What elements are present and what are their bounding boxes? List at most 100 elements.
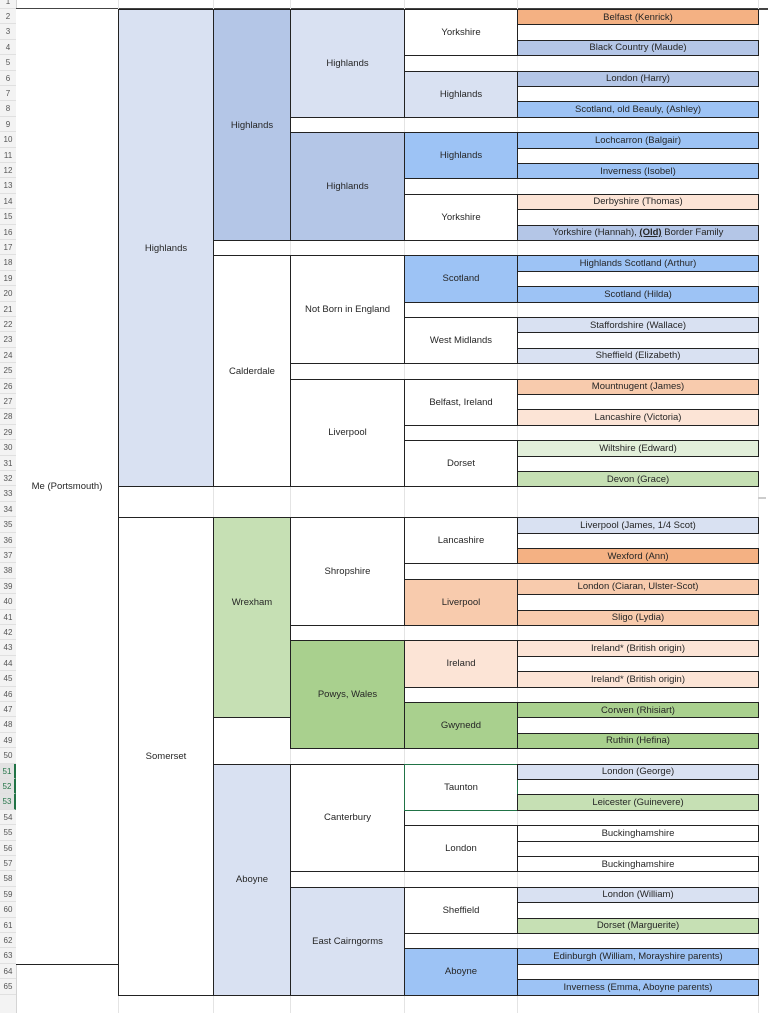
- gen4-cell[interactable]: London: [404, 825, 518, 873]
- gen5-cell[interactable]: Ireland* (British origin): [517, 671, 759, 688]
- gen5-cell[interactable]: Leicester (Guinevere): [517, 794, 759, 811]
- row-number[interactable]: 41: [0, 610, 16, 625]
- gen4-cell[interactable]: Ireland: [404, 640, 518, 688]
- row-number[interactable]: 4: [0, 40, 16, 56]
- row-number[interactable]: 47: [0, 702, 16, 718]
- row-number[interactable]: 60: [0, 902, 16, 918]
- gen4-cell[interactable]: Yorkshire: [404, 193, 518, 241]
- row-number[interactable]: 40: [0, 594, 16, 610]
- row-number[interactable]: 52: [0, 779, 16, 795]
- gen3-cell[interactable]: Powys, Wales: [290, 640, 405, 750]
- gen5-cell[interactable]: Devon (Grace): [517, 471, 759, 488]
- row-number[interactable]: 27: [0, 394, 16, 410]
- gen5-cell[interactable]: Staffordshire (Wallace): [517, 317, 759, 334]
- row-number[interactable]: 31: [0, 456, 16, 471]
- row-number[interactable]: 7: [0, 86, 16, 102]
- row-number[interactable]: 15: [0, 209, 16, 225]
- gen5-cell[interactable]: Derbyshire (Thomas): [517, 193, 759, 211]
- gen4-cell[interactable]: Lancashire: [404, 517, 518, 565]
- gen5-cell[interactable]: Edinburgh (William, Morayshire parents): [517, 948, 759, 965]
- row-number[interactable]: 46: [0, 687, 16, 702]
- gen5-cell[interactable]: Buckinghamshire: [517, 856, 759, 873]
- row-number[interactable]: 36: [0, 533, 16, 548]
- row-number[interactable]: 24: [0, 348, 16, 364]
- gen4-cell[interactable]: Highlands: [404, 132, 518, 180]
- gen4-cell[interactable]: West Midlands: [404, 317, 518, 365]
- row-number[interactable]: 14: [0, 194, 16, 210]
- gen3-cell[interactable]: Canterbury: [290, 763, 405, 873]
- gen5-cell[interactable]: Belfast (Kenrick): [517, 9, 759, 26]
- gen2-cell[interactable]: Wrexham: [213, 517, 291, 719]
- row-number[interactable]: 2: [0, 9, 16, 25]
- row-number[interactable]: 3: [0, 24, 16, 40]
- gen4-cell[interactable]: Liverpool: [404, 578, 518, 626]
- gen3-cell[interactable]: Highlands: [290, 9, 405, 118]
- row-number[interactable]: 53: [0, 794, 16, 810]
- row-number[interactable]: 43: [0, 640, 16, 656]
- gen5-cell[interactable]: Buckinghamshire: [517, 825, 759, 842]
- row-number[interactable]: 6: [0, 71, 16, 86]
- gen4-cell[interactable]: Highlands: [404, 70, 518, 118]
- gen4-cell[interactable]: Dorset: [404, 440, 518, 488]
- row-number[interactable]: 63: [0, 948, 16, 964]
- row-number[interactable]: 50: [0, 748, 16, 764]
- row-number[interactable]: 30: [0, 440, 16, 456]
- gen5-cell[interactable]: Highlands Scotland (Arthur): [517, 255, 759, 272]
- row-number[interactable]: 32: [0, 471, 16, 487]
- row-number[interactable]: 21: [0, 302, 16, 317]
- row-number[interactable]: 18: [0, 255, 16, 271]
- row-number[interactable]: 55: [0, 825, 16, 841]
- gen5-cell[interactable]: Lancashire (Victoria): [517, 409, 759, 426]
- gen5-cell[interactable]: Mountnugent (James): [517, 378, 759, 395]
- row-number[interactable]: 54: [0, 810, 16, 826]
- row-number[interactable]: 13: [0, 178, 16, 194]
- gen3-cell[interactable]: East Cairngorms: [290, 886, 405, 996]
- row-number[interactable]: 39: [0, 579, 16, 595]
- gen5-cell[interactable]: Sheffield (Elizabeth): [517, 347, 759, 365]
- gen5-cell[interactable]: Yorkshire (Hannah), (Old) Border Family: [517, 224, 759, 241]
- row-number[interactable]: 58: [0, 871, 16, 887]
- gen5-cell[interactable]: Wexford (Ann): [517, 548, 759, 565]
- row-number[interactable]: 11: [0, 148, 16, 163]
- gen5-cell[interactable]: London (Ciaran, Ulster-Scot): [517, 578, 759, 596]
- gen3-cell[interactable]: Not Born in England: [290, 255, 405, 365]
- gen4-cell[interactable]: Yorkshire: [404, 9, 518, 57]
- gen5-cell[interactable]: London (Harry): [517, 70, 759, 87]
- row-number[interactable]: 34: [0, 502, 16, 518]
- row-number[interactable]: 12: [0, 163, 16, 179]
- row-number[interactable]: 33: [0, 486, 16, 502]
- row-number[interactable]: 65: [0, 979, 16, 995]
- gen2-cell[interactable]: Highlands: [213, 9, 291, 241]
- gen5-cell[interactable]: Ruthin (Hefina): [517, 732, 759, 750]
- row-number[interactable]: 42: [0, 625, 16, 641]
- row-number[interactable]: 22: [0, 317, 16, 333]
- row-number[interactable]: 17: [0, 240, 16, 256]
- row-number[interactable]: 26: [0, 379, 16, 394]
- row-number[interactable]: 37: [0, 548, 16, 564]
- row-number[interactable]: 64: [0, 964, 16, 980]
- row-number[interactable]: 8: [0, 101, 16, 117]
- row-number[interactable]: 29: [0, 425, 16, 441]
- row-number[interactable]: 62: [0, 933, 16, 949]
- gen5-cell[interactable]: Wiltshire (Edward): [517, 440, 759, 457]
- row-number[interactable]: 61: [0, 918, 16, 933]
- gen5-cell[interactable]: Ireland* (British origin): [517, 640, 759, 657]
- row-number[interactable]: 23: [0, 332, 16, 348]
- gen5-cell[interactable]: Liverpool (James, 1/4 Scot): [517, 517, 759, 534]
- gen5-cell[interactable]: Inverness (Isobel): [517, 163, 759, 180]
- row-number[interactable]: 51: [0, 763, 16, 779]
- gen5-cell[interactable]: Sligo (Lydia): [517, 609, 759, 626]
- gen5-cell[interactable]: Lochcarron (Balgair): [517, 132, 759, 149]
- gen5-cell[interactable]: Corwen (Rhisiart): [517, 702, 759, 719]
- gen3-cell[interactable]: Liverpool: [290, 378, 405, 488]
- gen3-cell[interactable]: Highlands: [290, 132, 405, 241]
- row-number[interactable]: 38: [0, 563, 16, 579]
- row-number[interactable]: 19: [0, 271, 16, 287]
- gen5-cell[interactable]: Dorset (Marguerite): [517, 917, 759, 934]
- row-number[interactable]: 28: [0, 409, 16, 425]
- row-number[interactable]: 9: [0, 117, 16, 133]
- gen4-cell[interactable]: Aboyne: [404, 948, 518, 996]
- row-number[interactable]: 10: [0, 132, 16, 148]
- gen1-cell[interactable]: Highlands: [118, 9, 214, 488]
